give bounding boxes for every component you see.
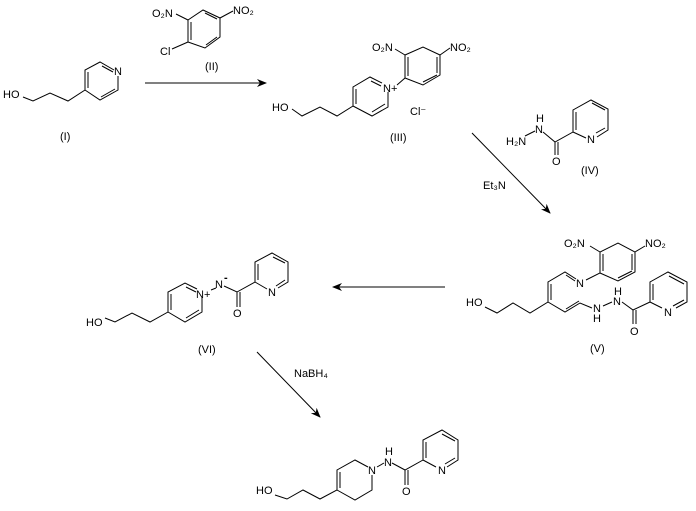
compound-label-VI: (VI) <box>198 344 216 356</box>
nitrogen-label: N <box>438 465 446 477</box>
nitrogen-label: N <box>368 465 376 477</box>
compound-I: HO N (I) <box>3 61 122 143</box>
nitrogen-label: N <box>535 124 543 136</box>
hydroxyl-label: HO <box>86 317 103 329</box>
amine-label: H₂N <box>506 136 526 148</box>
compound-label-II: (II) <box>205 61 218 73</box>
nitro-label: O₂N <box>152 8 173 20</box>
hydrogen-label: H <box>536 113 544 125</box>
nitro-label: O₂N <box>372 42 393 54</box>
oxygen-label: O <box>552 156 561 168</box>
compound-label-V: (V) <box>590 343 605 355</box>
compound-label-I: (I) <box>60 131 70 143</box>
nitrogen-label: N <box>576 278 584 290</box>
reaction-arrow-2 <box>471 132 551 214</box>
negative-charge-label: - <box>224 272 228 284</box>
compound-VI: HO N+ N - O N (VI) <box>86 252 289 356</box>
reagent-label: NaBH₄ <box>294 368 328 380</box>
nitro-label: NO₂ <box>233 5 254 17</box>
oxygen-label: O <box>630 326 639 338</box>
pyridinium-label: N+ <box>383 83 397 95</box>
nitrogen-label: N <box>215 279 223 291</box>
nitro-label: O₂N <box>564 238 585 250</box>
nitrogen-label: N <box>593 303 601 315</box>
pyridinium-label: N+ <box>196 289 210 301</box>
reagent-label: Et₃N <box>483 180 506 192</box>
compound-V: HO N O₂N NO₂ N H N H O N (V) <box>466 238 688 355</box>
hydroxyl-label: HO <box>256 485 273 497</box>
nitrogen-label: N <box>664 307 672 319</box>
hydroxyl-label: HO <box>3 89 20 101</box>
hydrogen-label: H <box>385 446 393 458</box>
hydroxyl-label: HO <box>466 297 483 309</box>
compound-IV: H₂N N H O N (IV) <box>506 99 609 177</box>
nitro-label: NO₂ <box>645 238 666 250</box>
compound-III: HO N+ O₂N NO₂ Cl⁻ (III) <box>272 42 471 144</box>
nitrogen-label: N <box>114 66 122 78</box>
nitrogen-label: N <box>384 457 392 469</box>
oxygen-label: O <box>402 486 411 498</box>
hydrogen-label: H <box>593 313 601 325</box>
oxygen-label: O <box>233 308 242 320</box>
compound-product: HO N N H O N <box>256 429 459 501</box>
hydrogen-label: H <box>614 286 622 298</box>
compound-II: O₂N NO₂ Cl (II) <box>152 5 254 73</box>
compound-label-III: (III) <box>390 132 407 144</box>
chloride-label: Cl⁻ <box>410 106 426 118</box>
compound-label-IV: (IV) <box>581 165 599 177</box>
nitrogen-label: N <box>268 287 276 299</box>
nitrogen-label: N <box>587 134 595 146</box>
reaction-arrow-4 <box>256 351 321 418</box>
chloro-label: Cl <box>160 46 170 58</box>
hydroxyl-label: HO <box>272 102 289 114</box>
nitrogen-label: N <box>613 296 621 308</box>
nitro-label: NO₂ <box>450 42 471 54</box>
